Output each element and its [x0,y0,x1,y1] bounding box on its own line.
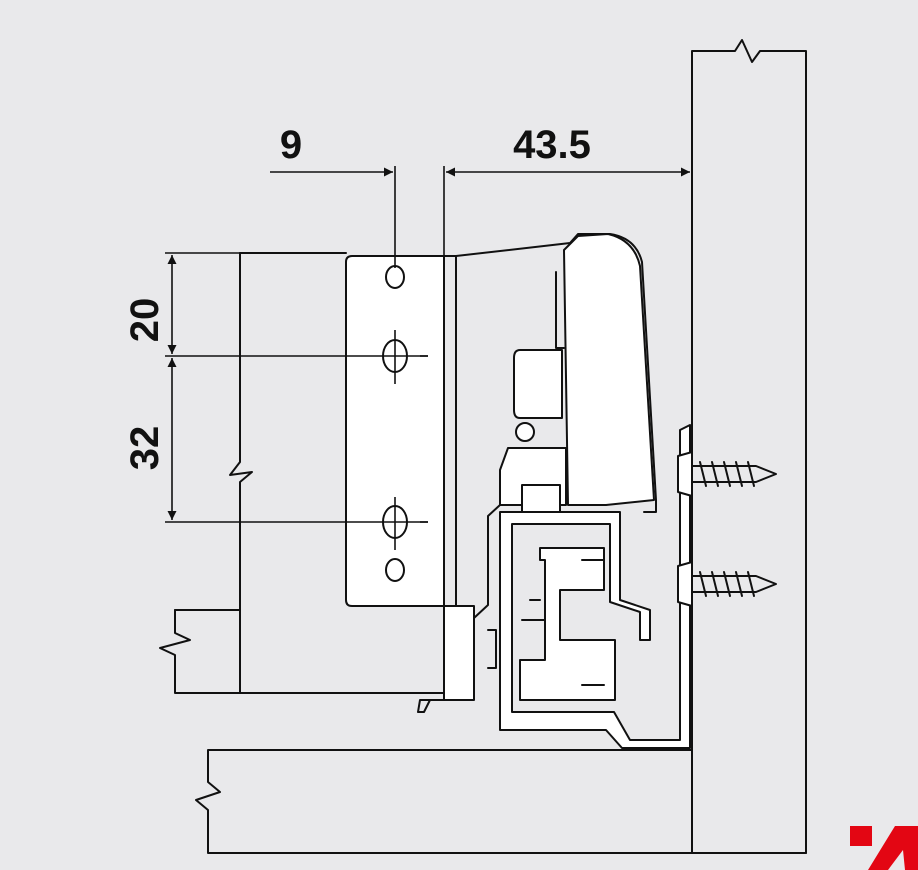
screw-hole-bottom [385,558,405,582]
drawer-runner [365,424,691,749]
dimension-vertical [165,252,428,523]
dimension-20-label: 20 [123,298,167,343]
dimension-32-label: 32 [123,426,167,471]
drawer-bottom-stub [159,609,241,694]
mounting-plate [345,255,457,607]
screw-upper [677,451,777,497]
dimension-9-label: 9 [280,123,302,167]
brand-logo [850,826,918,870]
cabinet-bottom-panel [195,749,807,854]
hinge-body [455,233,657,681]
cabinet-side-panel [691,39,807,854]
dimension-43-5-label: 43.5 [513,123,591,167]
screw-lower [677,561,777,607]
dimension-9 [270,166,690,268]
